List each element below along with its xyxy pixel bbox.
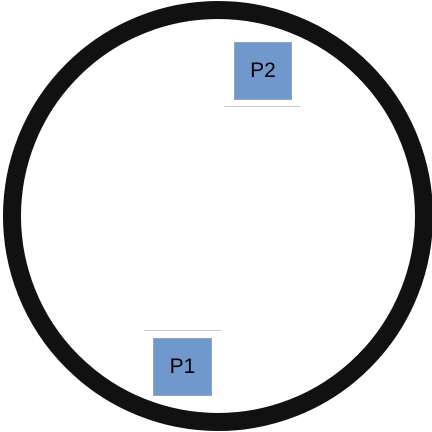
line-under-p2: [224, 106, 300, 107]
player-box-p2: P2: [234, 42, 292, 100]
line-above-p1: [144, 330, 221, 331]
circle-ring: [3, 1, 432, 431]
player-box-p1: P1: [153, 338, 212, 396]
